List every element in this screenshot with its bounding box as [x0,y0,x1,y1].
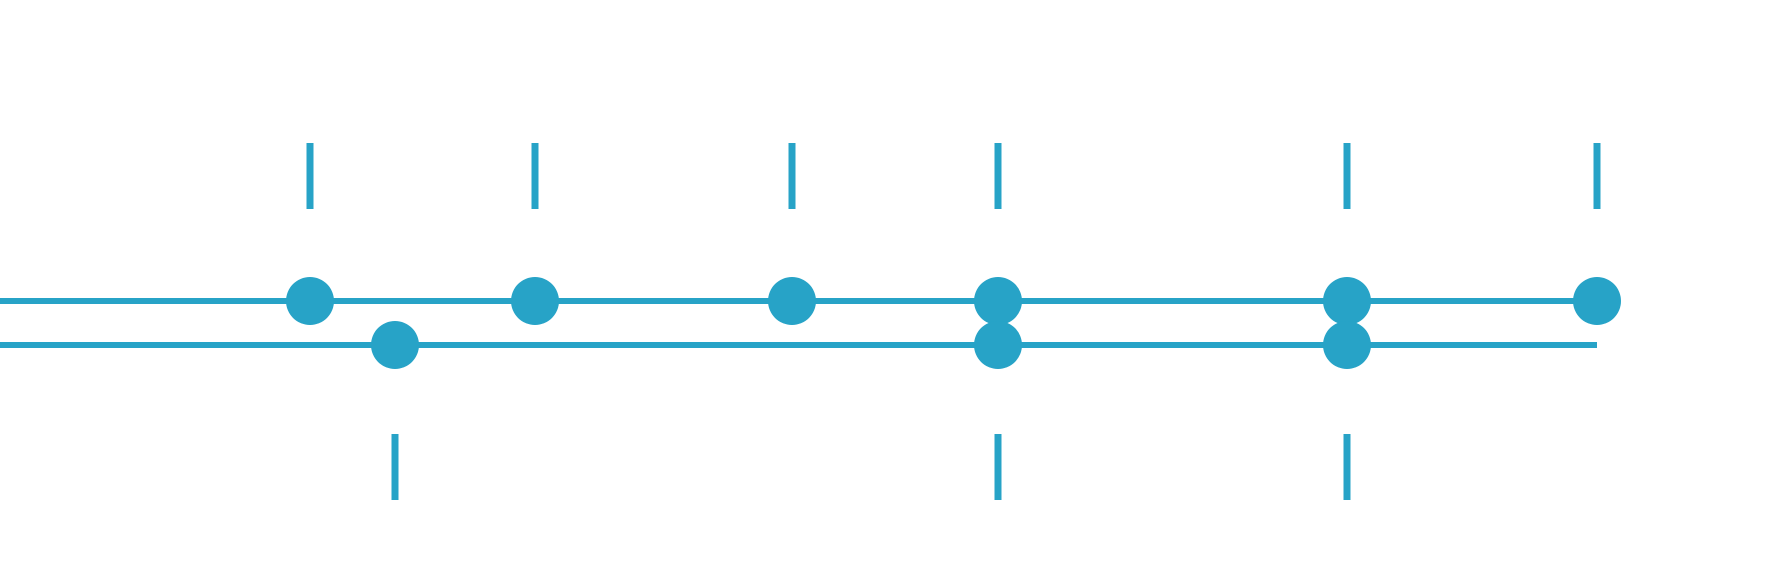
timeline-node-lower-3 [1323,321,1371,369]
timeline-node-upper-5 [1323,277,1371,325]
timeline-node-upper-3 [768,277,816,325]
timeline-node-lower-2 [974,321,1022,369]
timeline-node-upper-4 [974,277,1022,325]
timeline-node-lower-1 [371,321,419,369]
timeline-node-upper-2 [511,277,559,325]
timeline-node-upper-6 [1573,277,1621,325]
timeline-node-upper-1 [286,277,334,325]
